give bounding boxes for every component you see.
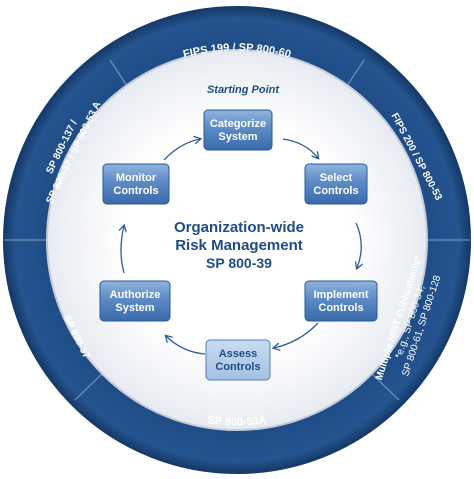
inner-disk (46, 49, 428, 431)
arrow-monitor-to-categorize (163, 139, 200, 161)
step-assess: Assess Controls (205, 339, 271, 381)
step-monitor-line1: Monitor (116, 172, 157, 184)
cycle-arrows (121, 138, 361, 355)
step-assess-line1: Assess (219, 348, 258, 360)
center-title: Organization-wide Risk Management SP 800… (174, 219, 304, 271)
step-authorize-line2: System (115, 302, 154, 314)
step-categorize: Categorize System (203, 109, 273, 151)
step-categorize-line1: Categorize (210, 118, 266, 130)
ring-dividers (4, 59, 470, 401)
arrow-select-to-implement (356, 222, 361, 268)
center-title-line3: SP 800-39 (206, 255, 272, 271)
step-select-line1: Select (320, 172, 353, 184)
arrow-assess-to-authorize (166, 336, 206, 355)
step-assess-line2: Controls (215, 361, 260, 373)
step-implement: Implement Controls (304, 280, 378, 322)
ring-label-bottom: SP 800-53A (207, 414, 267, 428)
step-implement-line1: Implement (313, 289, 368, 301)
step-implement-line2: Controls (318, 302, 363, 314)
step-select-line2: Controls (313, 185, 358, 197)
center-title-line2: Risk Management (175, 237, 303, 254)
arrow-authorize-to-monitor (121, 226, 124, 274)
center-title-line1: Organization-wide (174, 219, 304, 236)
step-authorize: Authorize System (99, 280, 171, 322)
step-monitor: Monitor Controls (102, 163, 170, 205)
step-categorize-line2: System (218, 131, 257, 143)
arrow-implement-to-assess (274, 322, 319, 348)
starting-point-label: Starting Point (207, 84, 280, 96)
arrow-categorize-to-select (282, 138, 318, 158)
step-authorize-line1: Authorize (110, 289, 161, 301)
step-monitor-line2: Controls (113, 185, 158, 197)
step-select: Select Controls (304, 163, 368, 205)
